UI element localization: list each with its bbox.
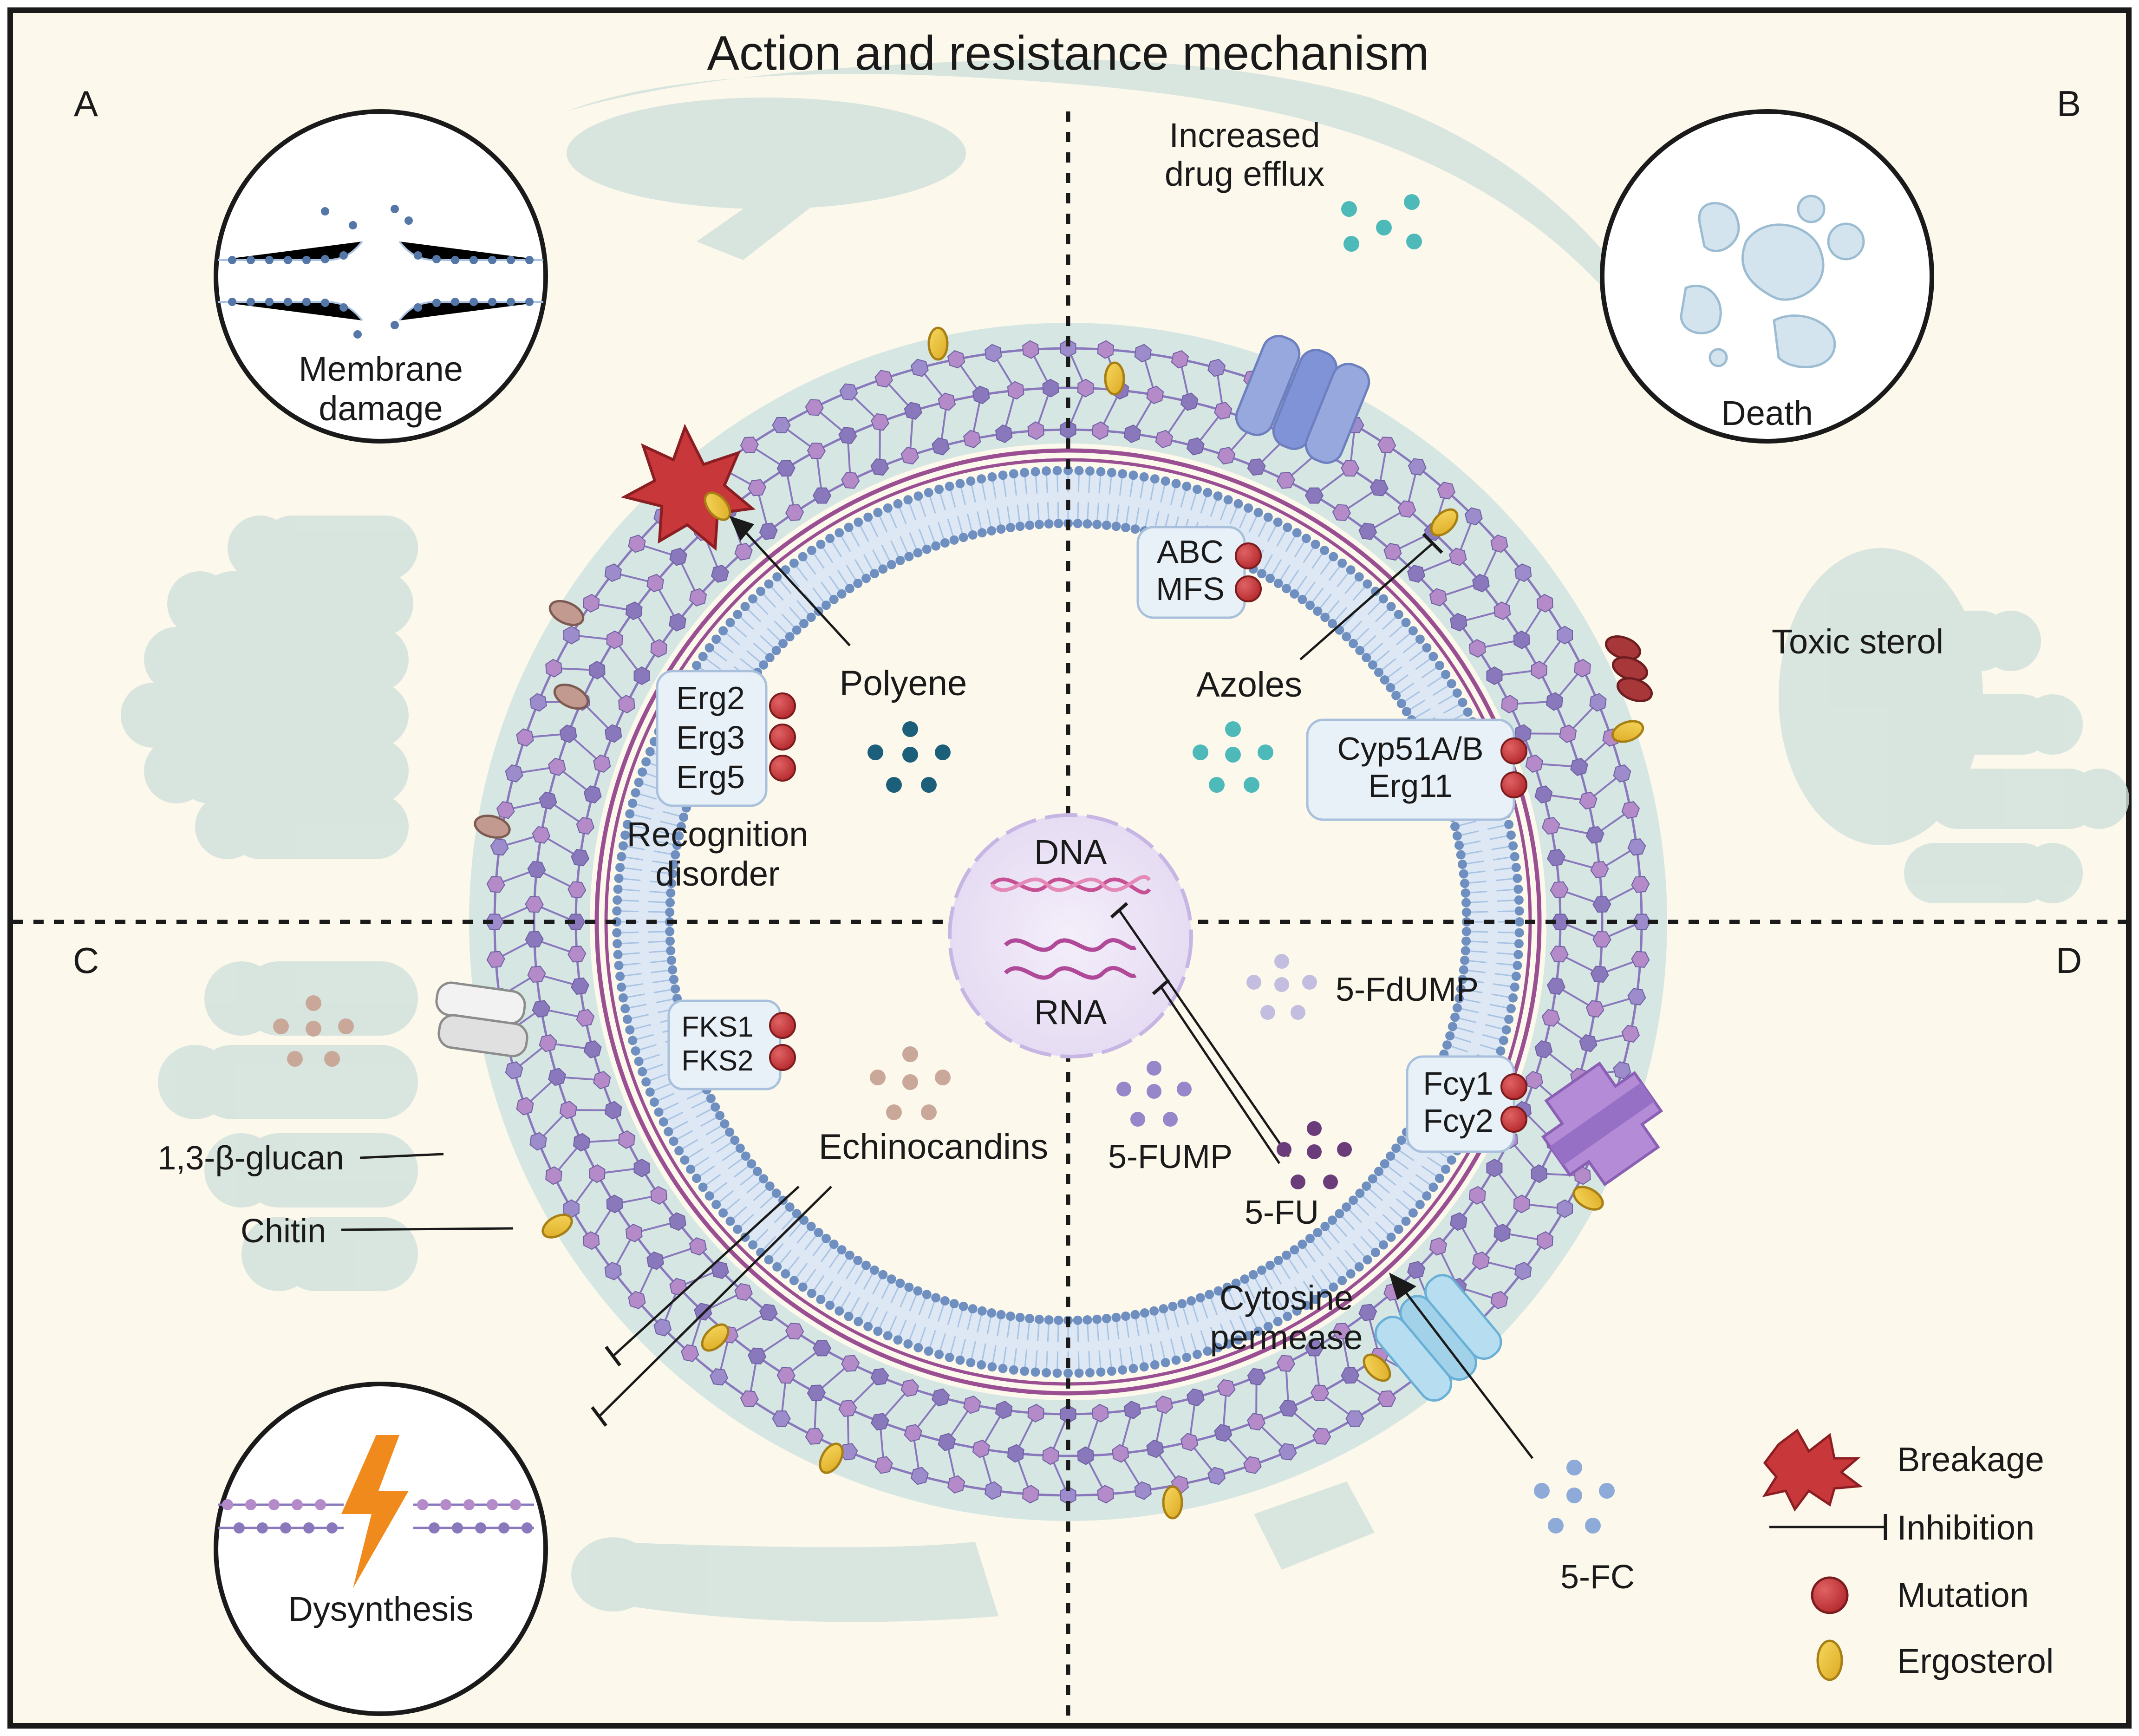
fcy-transporter bbox=[1541, 1061, 1663, 1187]
gene-fks2: FKS2 bbox=[681, 1045, 753, 1077]
mutation-dot bbox=[1500, 1106, 1527, 1133]
fu-particles bbox=[1277, 1121, 1352, 1189]
inset-membrane-damage-line2: damage bbox=[319, 389, 443, 428]
fdump-label: 5-FdUMP bbox=[1336, 971, 1479, 1008]
mutation-dot bbox=[769, 755, 796, 782]
transporter-gene-box: ABC MFS bbox=[1136, 526, 1262, 619]
inset-dysynthesis-label: Dysynthesis bbox=[288, 1590, 474, 1628]
recognition-disorder-line1: Recognition bbox=[627, 815, 809, 854]
fu-label: 5-FU bbox=[1245, 1194, 1319, 1231]
polyene-particles bbox=[867, 721, 951, 793]
mutation-dot bbox=[769, 1012, 796, 1039]
nucleus: DNA RNA bbox=[948, 813, 1193, 1058]
fks-gene-box: FKS1 FKS2 bbox=[667, 999, 796, 1090]
polyene-arrow bbox=[742, 529, 851, 646]
echinocandins-label: Echinocandins bbox=[819, 1127, 1048, 1167]
cytosine-arrow bbox=[1404, 1290, 1533, 1459]
legend: Breakage Inhibition Mutation Ergosterol bbox=[1762, 1429, 2054, 1681]
gene-fcy1: Fcy1 bbox=[1423, 1065, 1493, 1102]
glucan-pointer bbox=[359, 1153, 444, 1159]
mutation-dot bbox=[1500, 771, 1527, 798]
erg-gene-box: Erg2 Erg3 Erg5 bbox=[656, 670, 796, 807]
gene-erg5: Erg5 bbox=[676, 759, 745, 795]
echino-inhibition-line-2 bbox=[598, 1186, 832, 1417]
gene-fks1: FKS1 bbox=[681, 1011, 753, 1043]
plasma-outer-line bbox=[594, 448, 1542, 1396]
azole-particles bbox=[1193, 721, 1273, 793]
gene-mfs: MFS bbox=[1156, 571, 1225, 607]
rna-strand-2 bbox=[1004, 966, 1137, 980]
mutation-dot bbox=[769, 692, 796, 719]
echinocandin-particles bbox=[870, 1046, 951, 1120]
permease-label-line2: permease bbox=[1210, 1318, 1363, 1357]
gene-cyp51: Cyp51A/B bbox=[1337, 731, 1483, 767]
fc-label: 5-FC bbox=[1560, 1559, 1635, 1596]
legend-breakage-icon bbox=[1762, 1429, 1863, 1512]
chitin-pointer bbox=[341, 1227, 514, 1231]
fu-rna-inhibition-line bbox=[1160, 986, 1281, 1164]
mutation-dot bbox=[1235, 575, 1262, 602]
mechanism-arrows bbox=[341, 516, 1533, 1459]
fu-dna-inhibition-line bbox=[1118, 909, 1290, 1157]
toxic-sterol-label: Toxic sterol bbox=[1772, 622, 1943, 661]
legend-ergosterol-label: Ergosterol bbox=[1897, 1642, 2054, 1680]
panel-label-b: B bbox=[2057, 83, 2081, 124]
fdump-particles bbox=[1246, 954, 1317, 1020]
permease-label-line1: Cytosine bbox=[1219, 1279, 1353, 1317]
inset-death-label: Death bbox=[1721, 394, 1813, 432]
fump-particles bbox=[1116, 1061, 1192, 1127]
dna-label: DNA bbox=[1034, 833, 1107, 871]
gene-erg11: Erg11 bbox=[1368, 768, 1453, 804]
fump-label: 5-FUMP bbox=[1108, 1138, 1233, 1175]
echino-inhibition-line-1 bbox=[612, 1186, 800, 1357]
panel-label-c: C bbox=[73, 940, 99, 981]
recognition-disorder-line2: disorder bbox=[655, 855, 779, 893]
gene-erg2: Erg2 bbox=[676, 680, 745, 716]
glucan-label: 1,3-β-glucan bbox=[157, 1140, 344, 1177]
figure-title: Action and resistance mechanism bbox=[707, 26, 1429, 80]
legend-ergosterol-icon bbox=[1816, 1639, 1843, 1681]
efflux-particles bbox=[1341, 194, 1422, 252]
cyp51-gene-box: Cyp51A/B Erg11 bbox=[1306, 718, 1527, 821]
rna-label: RNA bbox=[1034, 993, 1107, 1031]
mutation-dot bbox=[1500, 737, 1527, 764]
gene-abc: ABC bbox=[1157, 534, 1224, 570]
azole-inhibition-line bbox=[1299, 542, 1434, 660]
panel-label-a: A bbox=[74, 83, 98, 124]
mutation-dot bbox=[1500, 1073, 1527, 1100]
mutation-dot bbox=[1235, 542, 1262, 569]
sterol-ovals-brown bbox=[474, 600, 589, 839]
fc-particles bbox=[1534, 1460, 1615, 1534]
mutation-dot bbox=[769, 724, 796, 751]
inset-death: Death bbox=[1600, 109, 1934, 444]
legend-mutation-label: Mutation bbox=[1897, 1576, 2029, 1614]
legend-inhibition-label: Inhibition bbox=[1897, 1508, 2035, 1547]
mutation-dot bbox=[769, 1044, 796, 1071]
toxic-sterol-ovals bbox=[1605, 635, 1653, 702]
inset-dysynthesis: Dysynthesis bbox=[214, 1382, 548, 1716]
legend-mutation-dot bbox=[1811, 1576, 1849, 1614]
fcy-gene-box: Fcy1 Fcy2 bbox=[1406, 1055, 1527, 1153]
panel-label-d: D bbox=[2056, 940, 2082, 981]
chitin-label: Chitin bbox=[241, 1213, 326, 1250]
background-blobs bbox=[121, 59, 2129, 1622]
rna-strand-1 bbox=[1004, 938, 1137, 952]
breakage-star-icon bbox=[620, 424, 756, 551]
azoles-label: Azoles bbox=[1196, 665, 1302, 705]
polyene-label: Polyene bbox=[840, 664, 967, 703]
legend-breakage-label: Breakage bbox=[1897, 1440, 2044, 1479]
efflux-label-line2: drug efflux bbox=[1165, 155, 1324, 193]
gene-erg3: Erg3 bbox=[676, 719, 745, 756]
inset-membrane-damage: Membrane damage bbox=[214, 109, 548, 444]
gene-fcy2: Fcy2 bbox=[1423, 1103, 1493, 1139]
glucan-synthase-channel bbox=[435, 981, 528, 1057]
efflux-pump bbox=[1235, 335, 1370, 464]
inset-membrane-damage-line1: Membrane bbox=[299, 350, 463, 388]
efflux-label-line1: Increased bbox=[1169, 116, 1320, 155]
ergosterol-ovals bbox=[541, 326, 1644, 1520]
glucan-particles bbox=[273, 995, 354, 1067]
lightning-icon bbox=[341, 1435, 409, 1588]
